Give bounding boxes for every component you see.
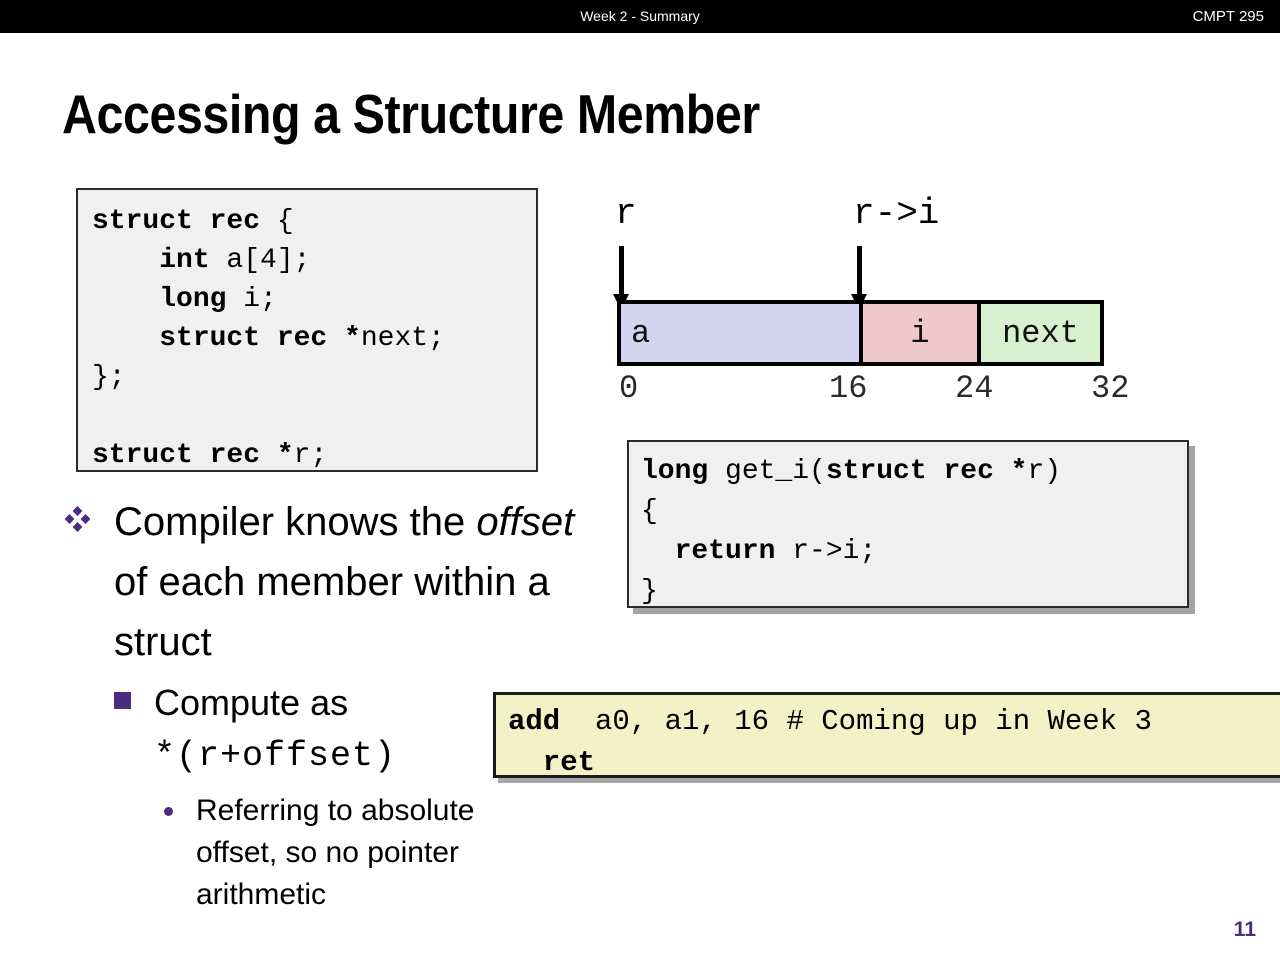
offset-label-16: 16	[829, 370, 868, 407]
code-identifier: r;	[293, 440, 328, 471]
code-keyword: int	[92, 245, 227, 276]
code-line: ret	[508, 742, 1280, 783]
code-line: int a[4];	[92, 241, 536, 280]
code-identifier: next;	[360, 323, 445, 354]
code-line: add a0, a1, 16 # Coming up in Week 3	[508, 701, 1280, 742]
code-identifier: a0, a1, 16 # Coming up in Week 3	[577, 705, 1152, 738]
offset-label-24: 24	[955, 370, 994, 407]
code-keyword: struct rec *	[92, 440, 294, 471]
code-line: struct rec *next;	[92, 319, 536, 358]
code-keyword: ret	[508, 746, 596, 779]
code-identifier: r)	[1027, 456, 1062, 487]
diamond-cluster-bullet-icon	[64, 506, 94, 536]
bullet-level3-text: Referring to absolute offset, so no poin…	[196, 794, 475, 911]
code-keyword: return	[641, 536, 793, 567]
memory-cell-i: i	[863, 304, 981, 362]
header-title: Week 2 - Summary	[580, 8, 700, 24]
code-keyword: struct rec *	[92, 323, 361, 354]
offset-label-0: 0	[619, 370, 639, 407]
code-identifier: };	[92, 362, 126, 393]
bullet-level3: Referring to absolute offset, so no poin…	[158, 790, 538, 916]
square-bullet-icon	[114, 692, 131, 709]
code-line: long get_i(struct rec *r)	[641, 452, 1187, 492]
code-identifier: i;	[243, 284, 277, 315]
code-line: long i;	[92, 280, 536, 319]
pointer-label-r: r	[615, 193, 637, 234]
bullet-text-part: Compute as	[154, 682, 349, 723]
code-keyword: struct rec *	[825, 456, 1028, 487]
bullet-mono-expression: *(r+offset)	[154, 736, 397, 776]
bullet-level2-text: Compute as *(r+offset)	[154, 678, 510, 781]
header-bar: Week 2 - Summary CMPT 295	[0, 0, 1280, 33]
memory-cell-label: i	[910, 314, 930, 352]
code-blank-line	[92, 397, 536, 436]
code-identifier: r->i;	[792, 536, 877, 567]
code-line: return r->i;	[641, 532, 1187, 572]
code-line: struct rec *r;	[92, 436, 536, 475]
get-i-function-code-block: long get_i(struct rec *r) { return r->i;…	[627, 440, 1189, 608]
code-line: {	[641, 492, 1187, 532]
code-keyword: long	[641, 456, 726, 487]
code-keyword: struct rec	[92, 206, 277, 237]
bullet-level1: Compiler knows the offset of each member…	[62, 492, 602, 672]
code-identifier: get_i(	[725, 456, 826, 487]
offset-label-32: 32	[1091, 370, 1130, 407]
bullet-level1-text: Compiler knows the offset of each member…	[114, 492, 602, 672]
bullet-text-part: of each member within a struct	[114, 560, 550, 664]
bullet-italic-word: offset	[476, 500, 575, 544]
code-line: struct rec {	[92, 202, 536, 241]
memory-cell-label: next	[1002, 314, 1079, 352]
code-identifier: }	[641, 576, 658, 607]
slide-page-number: 11	[1233, 918, 1256, 941]
code-identifier: {	[641, 496, 658, 527]
struct-definition-code-block: struct rec { int a[4]; long i; struct re…	[76, 188, 538, 472]
bullet-text-part: Compiler knows the	[114, 500, 477, 544]
memory-blocks-row: a i next	[617, 300, 1104, 366]
code-keyword: long	[92, 284, 244, 315]
course-code-label: CMPT 295	[1192, 8, 1264, 25]
code-line: };	[92, 358, 536, 397]
code-line: }	[641, 572, 1187, 612]
pointer-label-r-arrow-i: r->i	[853, 193, 940, 234]
memory-cell-a: a	[621, 304, 863, 362]
assembly-code-block: add a0, a1, 16 # Coming up in Week 3 ret	[493, 692, 1280, 779]
round-bullet-icon	[164, 807, 173, 816]
memory-cell-next: next	[981, 304, 1100, 362]
memory-layout-diagram: r r->i a i next 0 16 24 32	[600, 190, 1160, 410]
code-identifier: {	[276, 206, 294, 237]
page-title: Accessing a Structure Member	[62, 83, 760, 145]
bullet-level2: Compute as *(r+offset)	[110, 678, 510, 781]
code-keyword: add	[508, 705, 578, 738]
memory-cell-label: a	[631, 314, 651, 352]
code-identifier: a[4];	[226, 245, 311, 276]
